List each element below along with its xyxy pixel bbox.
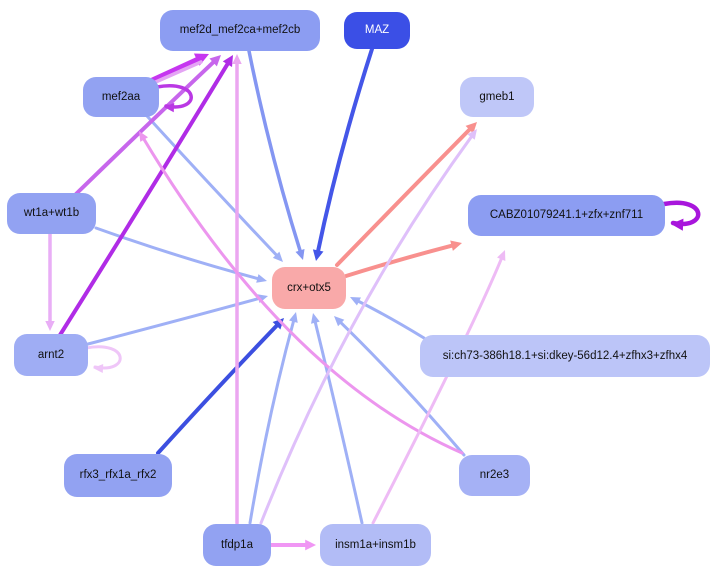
edge-wt1a-mef2d-arrowhead (209, 55, 221, 67)
edge-tfdp1a-crx-arrowhead (289, 312, 298, 323)
edge-arnt2-arnt2 (84, 345, 122, 370)
node-label-tfdp1a: tfdp1a (221, 538, 253, 551)
edge-nr2e3-mef2aa (141, 135, 464, 455)
edge-insm1a-crx (313, 318, 364, 525)
edge-wt1a-crx-arrowhead (256, 274, 267, 283)
node-label-insm1a: insm1a+insm1b (335, 538, 416, 551)
edge-insm1a-cabz-arrowhead (497, 250, 506, 261)
node-wt1a[interactable]: wt1a+wt1b (7, 193, 96, 234)
edge-rfx3-crx (156, 321, 281, 455)
edge-mef2aa-mef2d (145, 55, 203, 85)
node-si[interactable]: si:ch73-386h18.1+si:dkey-56d12.4+zfhx3+z… (420, 335, 710, 377)
node-label-maz: MAZ (364, 24, 390, 37)
edge-cabz-cabz-arrowhead (671, 218, 684, 231)
node-nr2e3[interactable]: nr2e3 (459, 455, 530, 496)
edge-arnt2-crx (86, 296, 263, 346)
node-tfdp1a[interactable]: tfdp1a (203, 524, 271, 566)
node-insm1a[interactable]: insm1a+insm1b (320, 524, 431, 566)
edge-tfdp1a-insm1a-arrowhead (305, 539, 316, 551)
edge-wt1a-crx (94, 226, 262, 281)
node-gmeb1[interactable]: gmeb1 (460, 77, 534, 117)
edge-tfdp1a-gmeb1-arrowhead (467, 129, 477, 140)
edge-arnt2-arnt2-arrowhead (93, 364, 104, 374)
edge-wt1a-mef2d (74, 58, 218, 196)
edge-arnt2-mef2d-arrowhead (222, 55, 233, 68)
node-cabz[interactable]: CABZ01079241.1+zfx+znf711 (468, 195, 665, 236)
edge-crx-gmeb1-arrowhead (465, 122, 477, 134)
edge-si-crx-arrowhead (350, 297, 361, 306)
edge-arnt2-mef2d (58, 59, 231, 337)
edge-crx-cabz (344, 243, 457, 278)
node-arnt2[interactable]: arnt2 (14, 334, 88, 376)
node-mef2aa[interactable]: mef2aa (83, 77, 159, 117)
node-label-wt1a: wt1a+wt1b (23, 207, 80, 220)
node-label-si: si:ch73-386h18.1+si:dkey-56d12.4+zfhx3+z… (442, 349, 688, 362)
edge-mef2aa-mef2d-arrowhead (193, 53, 209, 66)
edge-mef2d-crx (247, 49, 303, 255)
edge-mef2aa-mef2aa (155, 84, 193, 109)
edge-maz-crx-arrowhead (312, 249, 324, 261)
edge-crx-cabz-arrowhead (450, 240, 462, 251)
node-mef2d[interactable]: mef2d_mef2ca+mef2cb (160, 10, 320, 51)
edge-mef2aa-crx (145, 114, 280, 259)
edge-maz-crx (315, 47, 374, 256)
node-label-cabz: CABZ01079241.1+zfx+znf711 (489, 209, 644, 222)
node-label-rfx3: rfx3_rfx1a_rfx2 (79, 469, 157, 482)
edge-mef2aa-crx-arrowhead (272, 251, 283, 262)
node-label-arnt2: arnt2 (37, 348, 65, 361)
edge-si-crx (355, 298, 426, 340)
edge-tfdp1a-gmeb1 (259, 133, 475, 525)
edge-nr2e3-crx (337, 319, 466, 457)
node-maz[interactable]: MAZ (344, 12, 410, 49)
node-crx[interactable]: crx+otx5 (272, 267, 346, 309)
node-rfx3[interactable]: rfx3_rfx1a_rfx2 (64, 454, 172, 497)
edge-mef2aa-mef2aa-arrowhead (164, 102, 175, 113)
node-label-mef2aa: mef2aa (101, 90, 141, 103)
node-label-mef2d: mef2d_mef2ca+mef2cb (179, 24, 301, 37)
edge-crx-gmeb1 (335, 125, 474, 267)
node-label-nr2e3: nr2e3 (479, 469, 510, 482)
edge-insm1a-crx-arrowhead (311, 313, 320, 324)
edge-mef2d-crx-arrowhead (295, 249, 305, 260)
edge-tfdp1a-crx (248, 317, 296, 525)
node-label-crx: crx+otx5 (287, 281, 331, 294)
edge-wt1a-arnt2-arrowhead (45, 321, 55, 331)
edge-tfdp1a-mef2d-arrowhead (232, 54, 242, 64)
node-label-gmeb1: gmeb1 (479, 90, 515, 103)
edge-nr2e3-crx-arrowhead (334, 316, 345, 327)
edge-nr2e3-mef2aa-arrowhead (139, 131, 149, 142)
